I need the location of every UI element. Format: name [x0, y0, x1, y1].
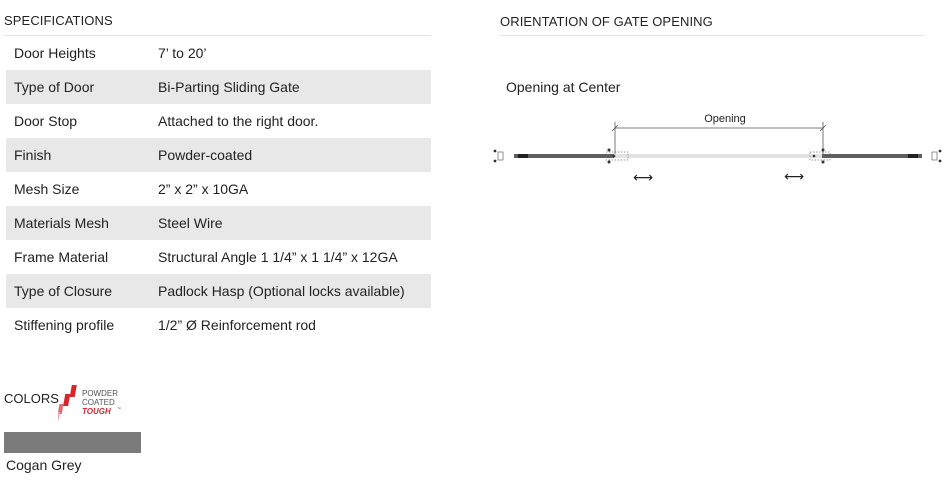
right-door-panel [822, 154, 922, 158]
specifications-divider [4, 35, 431, 36]
table-row: Type of Door Bi-Parting Sliding Gate [6, 70, 431, 104]
specifications-table: Door Heights 7’ to 20’ Type of Door Bi-P… [6, 36, 431, 342]
table-row: Door Stop Attached to the right door. [6, 104, 431, 138]
left-stop-icon [493, 159, 497, 163]
opening-caption: Opening at Center [506, 79, 621, 95]
badge-line2: COATED [82, 398, 115, 407]
powder-coated-tough-badge: POWDER COATED TOUGH ™ [58, 385, 121, 420]
spec-value: Bi-Parting Sliding Gate [158, 70, 431, 104]
table-row: Type of Closure Padlock Hasp (Optional l… [6, 274, 431, 308]
right-post-icon [821, 160, 825, 164]
specifications-title: SPECIFICATIONS [4, 13, 113, 28]
spec-label: Door Stop [14, 113, 78, 129]
spec-value: 2” x 2” x 10GA [158, 181, 249, 197]
left-slide-arrow-icon: ⟷ [633, 170, 653, 186]
spec-value: Steel Wire [158, 206, 431, 240]
spec-label: Finish [6, 138, 158, 172]
left-post-icon [607, 160, 611, 164]
spec-label: Type of Door [6, 70, 158, 104]
dimension-tick-right [819, 124, 827, 132]
table-row: Finish Powder-coated [6, 138, 431, 172]
left-door-panel [514, 154, 614, 158]
spec-value: Powder-coated [158, 138, 431, 172]
spec-label: Mesh Size [14, 181, 80, 197]
spec-label: Stiffening profile [14, 317, 115, 333]
left-latch-icon [612, 154, 616, 158]
badge-trademark: ™ [117, 406, 121, 411]
right-latch-icon [812, 154, 816, 158]
spec-value: Structural Angle 1 1/4” x 1 1/4” x 12GA [158, 249, 398, 265]
badge-line1: POWDER [82, 389, 118, 398]
table-row: Mesh Size 2” x 2” x 10GA [6, 172, 431, 206]
badge-mark-icon [58, 385, 77, 420]
spec-value: 1/2” Ø Reinforcement rod [158, 317, 316, 333]
spec-label: Materials Mesh [6, 206, 158, 240]
badge-line3: TOUGH [82, 407, 111, 416]
table-row: Door Heights 7’ to 20’ [6, 36, 431, 70]
colors-label: COLORS [4, 391, 59, 406]
right-stop-icon [938, 149, 942, 153]
right-stop-icon [938, 159, 942, 163]
table-row: Stiffening profile 1/2” Ø Reinforcement … [6, 308, 431, 342]
left-post-icon [607, 148, 611, 152]
spec-value: Attached to the right door. [158, 113, 319, 129]
gate-opening-diagram: Opening ⟷ ⟷ [493, 113, 942, 186]
spec-label: Type of Closure [6, 274, 158, 308]
right-door-roller [809, 151, 831, 161]
spec-label: Frame Material [14, 249, 109, 265]
left-door-end [518, 154, 528, 158]
spec-value: 7’ to 20’ [158, 45, 207, 61]
right-post-icon [821, 148, 825, 152]
dimension-tick-left [611, 124, 619, 132]
spec-label: Door Heights [14, 45, 96, 61]
left-stop-icon [497, 151, 504, 161]
orientation-divider [500, 35, 924, 36]
table-row: Materials Mesh Steel Wire [6, 206, 431, 240]
right-slide-arrow-icon: ⟷ [784, 169, 804, 185]
spec-value: Padlock Hasp (Optional locks available) [158, 274, 431, 308]
table-row: Frame Material Structural Angle 1 1/4” x… [6, 240, 431, 274]
dimension-label: Opening [704, 113, 746, 125]
orientation-title: ORIENTATION OF GATE OPENING [500, 14, 713, 29]
left-stop-icon [493, 149, 497, 153]
color-swatch-name: Cogan Grey [6, 457, 82, 473]
color-swatch-cogan-grey [4, 432, 141, 453]
right-door-end [908, 154, 918, 158]
right-stop-icon [931, 151, 938, 161]
